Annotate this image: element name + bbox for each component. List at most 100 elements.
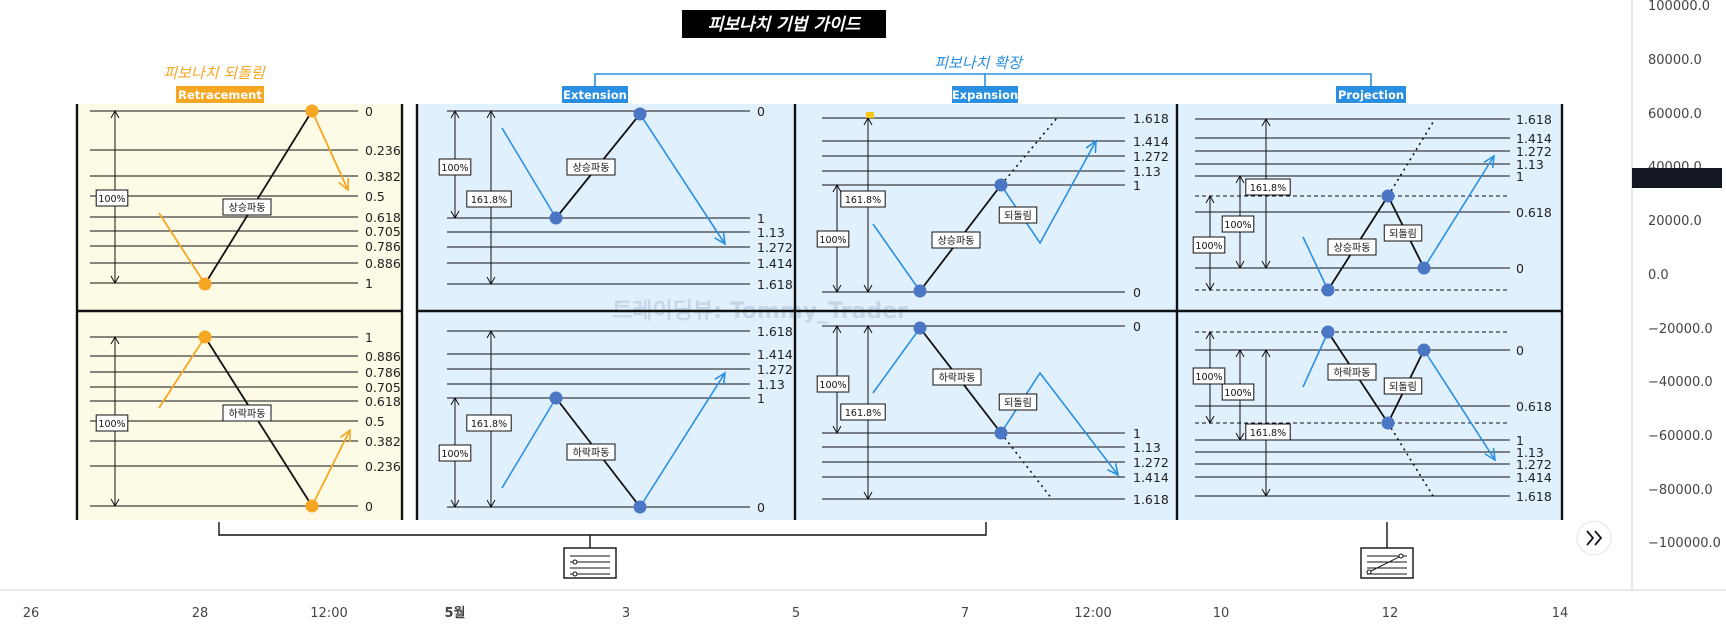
projection-up-100b-arrow-head-bottom — [1235, 260, 1245, 270]
expansion-up-lead — [872, 223, 921, 292]
projection-up-move — [1423, 155, 1495, 269]
extension-up-pct161: 161.8% — [471, 195, 507, 206]
projection-down-161-arrow-head-bottom — [1261, 488, 1271, 498]
projection-up-level-label: 1.272 — [1516, 144, 1552, 159]
extension-up-100-arrow-head-bottom — [450, 210, 460, 220]
retracement-up-level-label: 1 — [365, 276, 373, 291]
retracement-up-level-label: 0.705 — [365, 224, 401, 239]
projection-up-node-high — [1381, 189, 1395, 203]
retracement-up-retrace — [311, 110, 349, 191]
fib-extension-tool-icon — [563, 547, 617, 579]
price-axis-tick-label: 80000.0 — [1648, 53, 1702, 68]
double-chevron-right-icon[interactable] — [1586, 530, 1603, 546]
projection-down-100a-arrow-head-top — [1205, 330, 1215, 340]
projection-up-level-label: 0.618 — [1516, 205, 1552, 220]
extension-up-move — [639, 113, 726, 245]
extension-up-arrowhead — [714, 231, 727, 246]
retracement-up-level-label: 0.618 — [365, 210, 401, 225]
extension-down-node-high — [549, 391, 563, 405]
retracement-down-level-label: 0.236 — [365, 459, 401, 474]
extension-down-pct161: 161.8% — [471, 419, 507, 430]
retracement-up-range-arrow-head-top — [110, 109, 120, 119]
projection-down-level-label: 0.618 — [1516, 399, 1552, 414]
expansion-down-pct100-box — [816, 375, 850, 393]
fib-extension-tool-icon-dot — [572, 559, 578, 565]
projection-down-lead — [1302, 331, 1329, 388]
projection-down-node-pullback — [1417, 343, 1431, 357]
retracement-badge-bg — [176, 86, 264, 103]
retracement-up-pct: 100% — [98, 194, 125, 205]
price-axis-tick-label: 20000.0 — [1648, 214, 1702, 229]
projection-down-node-high — [1321, 325, 1335, 339]
projection-up-pullback-label-box — [1383, 224, 1423, 242]
extension-down-level-label: 1.414 — [757, 347, 793, 362]
retracement-up-level-label: 0.236 — [365, 143, 401, 158]
header-badge-bg — [952, 86, 1018, 103]
projection-down-100b-arrow-head-bottom — [1235, 432, 1245, 442]
projection-up-100b-arrow-head-top — [1235, 174, 1245, 184]
expansion-up-100-arrow-head-top — [832, 183, 842, 193]
projection-down-pct100a: 100% — [1195, 372, 1222, 383]
projection-down-pct161-box — [1245, 423, 1291, 441]
retracement-up-wave-label-box — [222, 198, 272, 216]
projection-down-pullback-label: 되돌림 — [1389, 381, 1417, 393]
expansion-up-level-label: 1.13 — [1133, 164, 1161, 179]
retracement-down-wave-label-box — [222, 404, 272, 422]
retracement-up-wave-label: 상승파동 — [229, 202, 266, 214]
extension-up-level-label: 1.272 — [757, 240, 793, 255]
time-axis-tick-label: 12:00 — [310, 606, 347, 621]
expansion-up-wave-label: 상승파동 — [938, 235, 975, 247]
expansion-up-level-label: 1.272 — [1133, 149, 1169, 164]
price-axis-tick-label: 60000.0 — [1648, 107, 1702, 122]
extension-up-level-label: 0 — [757, 104, 765, 119]
expansion-up-level-label: 1 — [1133, 178, 1141, 193]
expansion-down-100-arrow-head-bottom — [832, 425, 842, 435]
retracement-down-pct: 100% — [98, 419, 125, 430]
projection-up-100a-arrow-head-bottom — [1205, 282, 1215, 292]
retracement-badge: Retracement — [178, 88, 262, 102]
retracement-up-arrowhead — [338, 177, 350, 192]
extension-down-level-label: 0 — [757, 500, 765, 515]
retracement-down-node-low — [305, 499, 319, 513]
expansion-up-level-label: 1.618 — [1133, 111, 1169, 126]
extension-up-pct100: 100% — [441, 163, 468, 174]
expansion-down-lead — [872, 327, 921, 394]
projection-down-level-label: 1.13 — [1516, 445, 1544, 460]
retracement-up-pct-box — [95, 189, 129, 207]
extension-down-wave-label: 하락파동 — [573, 446, 610, 459]
projection-up-node-pullback — [1417, 261, 1431, 275]
expansion-down-wave-label: 하락파동 — [939, 371, 976, 384]
projection-down-projection — [1387, 422, 1434, 497]
extension-down-level-label: 1 — [757, 391, 765, 406]
extension-up-wave-label-box — [566, 158, 616, 176]
extension-up-level-label: 1.13 — [757, 225, 785, 240]
extension-down-pct100-box — [438, 444, 472, 462]
projection-down-wave-label: 하락파동 — [1334, 366, 1371, 379]
expansion-down-level-label: 1.272 — [1133, 455, 1169, 470]
time-axis-tick-label: 26 — [23, 606, 40, 621]
retracement-down-level-label: 1 — [365, 330, 373, 345]
projection-down-level-label: 0 — [1516, 343, 1524, 358]
price-axis-tick-label: 0.0 — [1648, 268, 1669, 283]
projection-down-161-arrow-head-top — [1261, 348, 1271, 358]
expansion-down-level-label: 1.414 — [1133, 470, 1169, 485]
extension-up-161-arrow-head-bottom — [486, 276, 496, 286]
projection-up-pct161-box — [1245, 178, 1291, 196]
projection-up-pullback-label: 되돌림 — [1389, 228, 1417, 240]
extension-down-level-label: 1.618 — [757, 324, 793, 339]
expansion-up-node-high — [994, 178, 1008, 192]
expansion-down-node-low — [994, 426, 1008, 440]
expansion-up-pullback-label: 되돌림 — [1004, 210, 1032, 222]
expansion-down-move — [1000, 371, 1119, 476]
fib-projection-tool-icon-dot — [1398, 553, 1404, 559]
extension-up-wave-label: 상승파동 — [573, 162, 610, 174]
price-axis-tick-label: 100000.0 — [1648, 0, 1710, 14]
projection-up-level-label: 1.414 — [1516, 131, 1552, 146]
expansion-up-pct100: 100% — [819, 235, 846, 246]
retracement-down-wave-label: 하락파동 — [229, 407, 266, 420]
projection-down-100a-arrow-head-bottom — [1205, 415, 1215, 425]
price-axis-tick-label: −60000.0 — [1648, 429, 1713, 444]
projection-up-level-label: 0 — [1516, 261, 1524, 276]
extension-up-node-high — [633, 107, 647, 121]
scroll-to-realtime-button[interactable] — [1576, 520, 1612, 556]
